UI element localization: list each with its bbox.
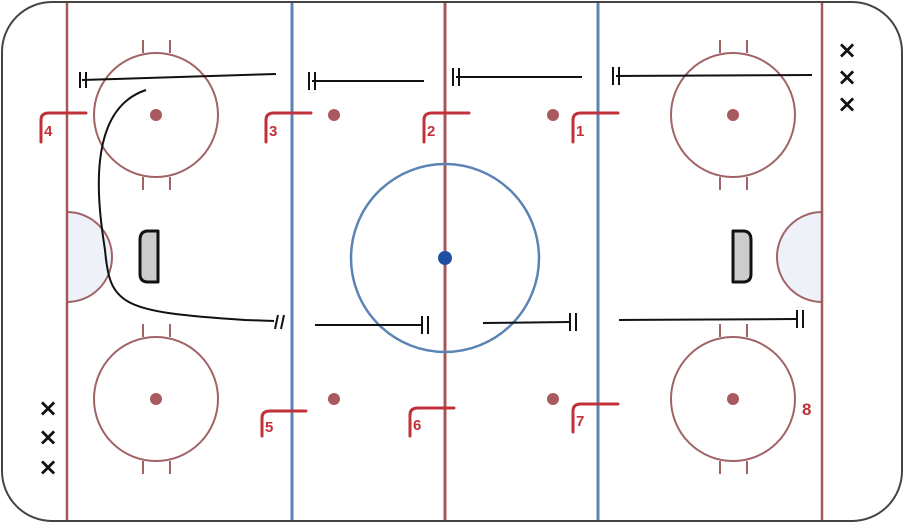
player-x-left-2: × bbox=[38, 423, 58, 451]
station-flag-3 bbox=[264, 111, 313, 144]
neutral-dot-left-top bbox=[328, 109, 340, 121]
station-label-2: 2 bbox=[427, 123, 435, 140]
right-net bbox=[731, 229, 753, 284]
left-net bbox=[138, 229, 160, 284]
faceoff-circle-right-top bbox=[670, 40, 796, 190]
neutral-dot-right-bottom bbox=[547, 393, 559, 405]
left-goal-crease bbox=[66, 210, 113, 304]
station-flag-7 bbox=[571, 402, 620, 434]
faceoff-dot-left-top bbox=[150, 109, 162, 121]
right-goal-crease bbox=[776, 210, 823, 304]
station-label-5: 5 bbox=[265, 419, 273, 436]
pass-lines bbox=[79, 67, 813, 334]
player-x-right-2: × bbox=[837, 63, 857, 91]
player-x-right-1: × bbox=[837, 36, 857, 64]
faceoff-dot-right-bottom bbox=[727, 393, 739, 405]
faceoff-circle-left-bottom bbox=[93, 324, 219, 474]
player-x-right-3: × bbox=[837, 90, 857, 118]
center-faceoff-dot bbox=[438, 251, 452, 265]
station-flag-5 bbox=[260, 409, 308, 438]
player-x-left-3: × bbox=[38, 453, 58, 481]
station-flag-6 bbox=[408, 406, 456, 438]
station-label-3: 3 bbox=[269, 123, 277, 140]
faceoff-dot-right-top bbox=[727, 109, 739, 121]
player-x-left-1: × bbox=[38, 394, 58, 422]
station-label-7: 7 bbox=[576, 413, 584, 430]
station-label-8: 8 bbox=[802, 400, 811, 419]
neutral-dot-right-top bbox=[547, 109, 559, 121]
station-label-1: 1 bbox=[576, 123, 584, 140]
faceoff-circle-left-top bbox=[93, 40, 219, 190]
center-circle bbox=[349, 162, 541, 354]
station-label-4: 4 bbox=[44, 123, 53, 140]
station-flag-2 bbox=[422, 111, 471, 144]
faceoff-circle-right-bottom bbox=[670, 324, 796, 474]
station-label-6: 6 bbox=[413, 417, 421, 434]
faceoff-dot-left-bottom bbox=[150, 393, 162, 405]
station-flag-4 bbox=[39, 111, 88, 144]
station-flag-1 bbox=[571, 111, 620, 144]
neutral-dot-left-bottom bbox=[328, 393, 340, 405]
skating-path-curve bbox=[97, 89, 275, 322]
